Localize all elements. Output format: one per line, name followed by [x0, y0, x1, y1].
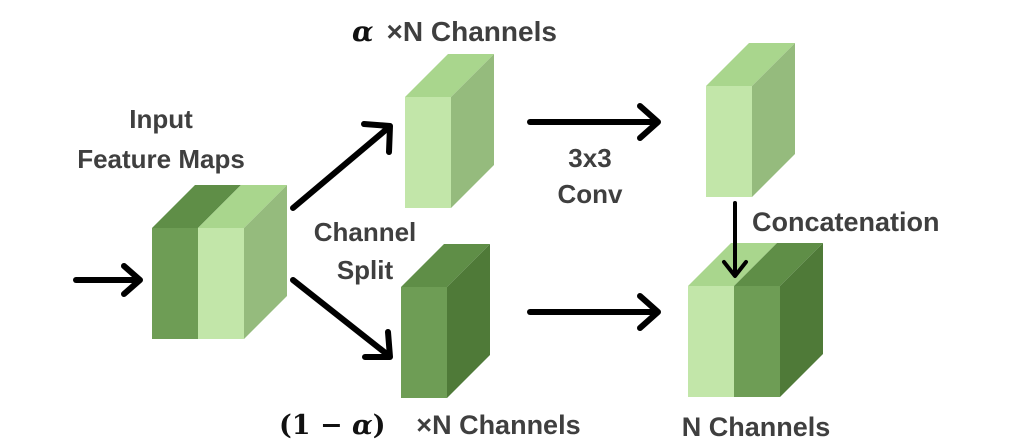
input-label-line2: Feature Maps	[77, 144, 245, 174]
one-minus-open: (1 −	[279, 410, 352, 441]
conv-arrow	[527, 103, 661, 141]
split-up-arrow	[290, 121, 393, 211]
channel-split-label-line2: Split	[337, 255, 394, 285]
one-minus-close: )	[373, 410, 386, 441]
conv-output-block	[706, 43, 795, 197]
input-feature-block	[152, 185, 287, 339]
input-block-front-light	[198, 228, 244, 339]
output-block-top-light	[688, 243, 777, 286]
conv-label-line2: Conv	[558, 179, 624, 209]
input-block-top-dark	[152, 185, 241, 228]
output-block-front-light	[688, 286, 734, 397]
one-minus-block-top	[401, 244, 490, 287]
concatenation-arrow	[722, 201, 748, 278]
one-minus-alpha-symbol: α	[352, 410, 373, 441]
conv-block-side	[752, 43, 795, 197]
input-block-front-dark	[152, 228, 198, 339]
bypass-arrow	[527, 293, 661, 331]
alpha-block-side	[451, 54, 494, 208]
one-minus-channels-text: ×N Channels	[416, 410, 580, 440]
alpha-channels-label: α ×N Channels	[352, 15, 557, 48]
output-n-channels-block	[688, 243, 823, 397]
split-down-arrow	[290, 277, 393, 360]
alpha-symbol: α	[352, 15, 374, 48]
input-arrow	[73, 263, 143, 297]
output-block-front-dark	[734, 286, 780, 397]
conv-block-front	[706, 86, 752, 197]
input-label-line1: Input	[129, 104, 193, 134]
one-minus-block-front	[401, 287, 447, 398]
one-minus-alpha-label: (1 − α) ×N Channels	[279, 410, 581, 441]
concatenation-label: Concatenation	[752, 207, 940, 237]
input-block-top-light	[198, 185, 287, 228]
output-channels-label: N Channels	[682, 412, 831, 442]
one-minus-alpha-channels-block	[401, 244, 490, 398]
input-block-side	[244, 185, 287, 339]
conv-block-top	[706, 43, 795, 86]
output-block-top-dark	[734, 243, 823, 286]
alpha-channels-block	[405, 54, 494, 208]
alpha-block-front	[405, 97, 451, 208]
alpha-channels-text: ×N Channels	[387, 16, 557, 47]
channel-split-label-line1: Channel	[314, 217, 417, 247]
conv-label-line1: 3x3	[568, 143, 611, 173]
output-block-side	[780, 243, 823, 397]
alpha-block-top	[405, 54, 494, 97]
arrows	[73, 103, 748, 360]
one-minus-block-side	[447, 244, 490, 398]
